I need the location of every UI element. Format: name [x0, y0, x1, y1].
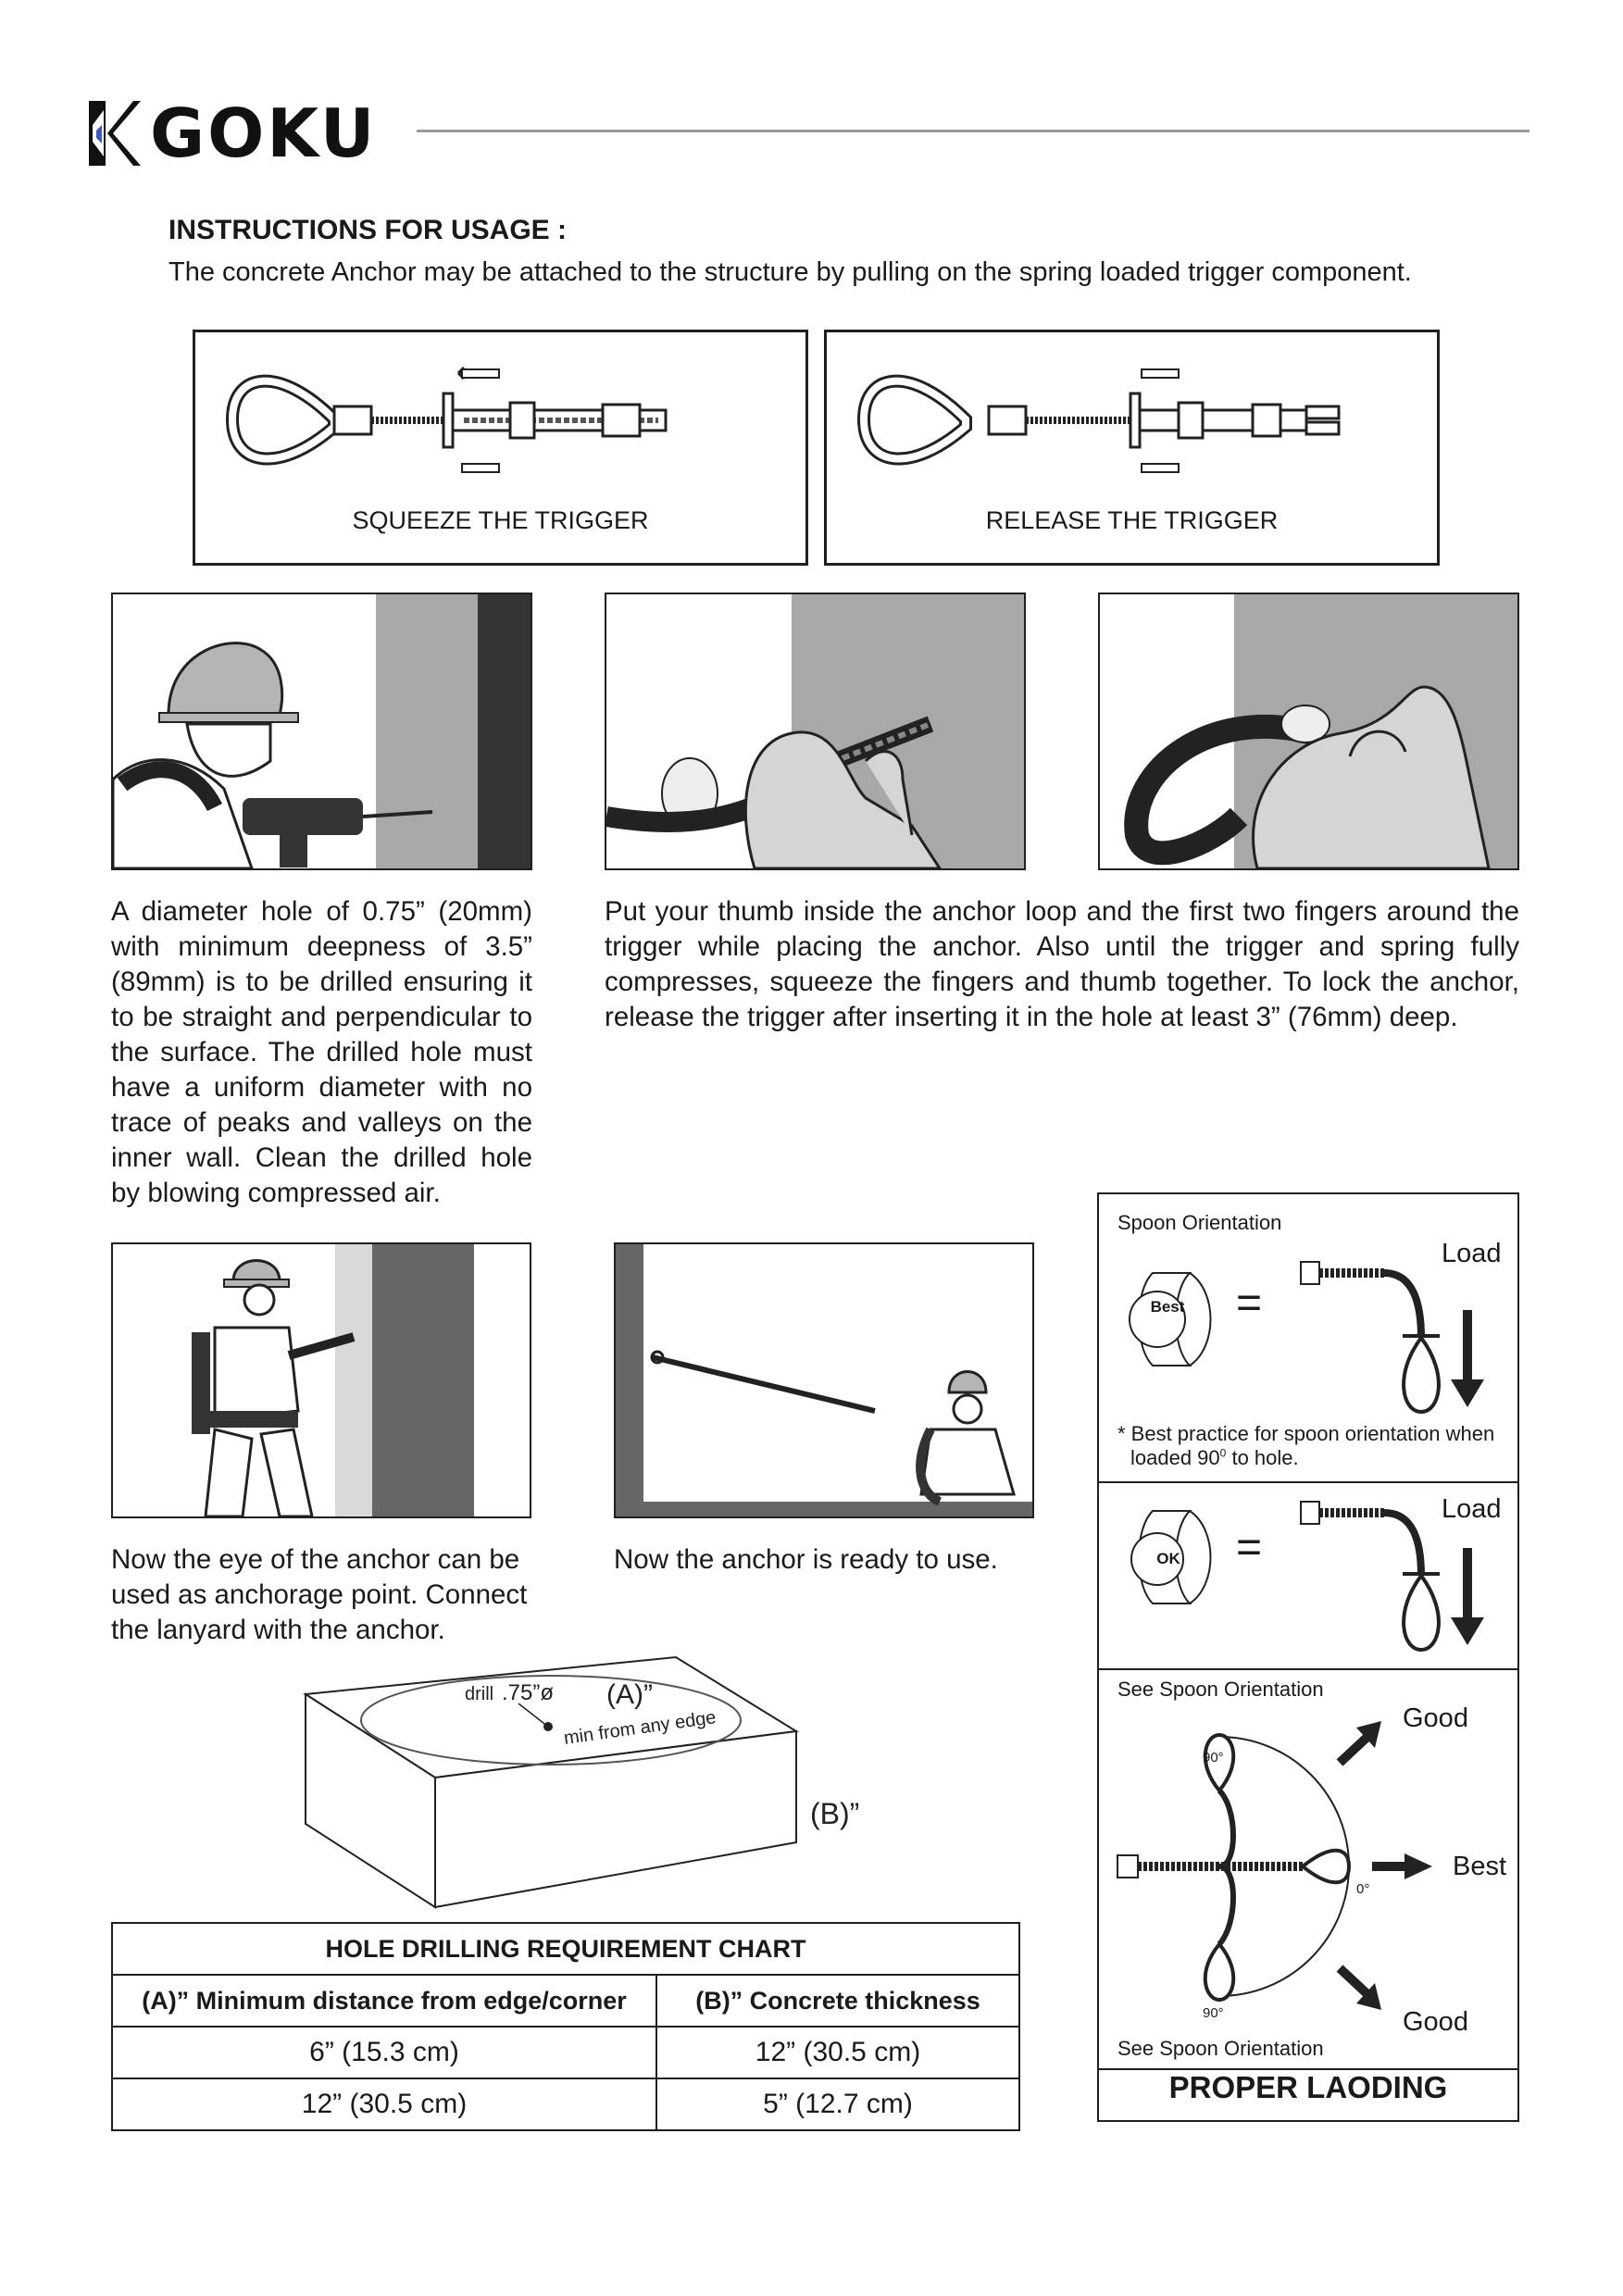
- worker-lanyard-icon: [616, 1244, 1032, 1516]
- good-label-bottom: Good: [1403, 2007, 1468, 2037]
- spoon-ok-diagram: [1130, 1501, 1484, 1653]
- angle-90-bottom: 90°: [1203, 2005, 1224, 2021]
- brand-logo: GOKU: [85, 94, 409, 172]
- chart-header-b: (B)” Concrete thickness: [655, 1974, 1020, 2028]
- hand-lock-anchor-icon: [1124, 594, 1517, 868]
- spoon-note-line1: * Best practice for spoon orientation wh…: [1117, 1422, 1495, 1445]
- spoon-note-degree: 0: [1219, 1446, 1227, 1460]
- anchor-ready-image: [614, 1242, 1034, 1518]
- spoon-orientation-title: Spoon Orientation: [1117, 1211, 1282, 1234]
- instructions-intro: The concrete Anchor may be attached to t…: [169, 257, 1412, 287]
- worker-drilling-icon: [113, 594, 531, 868]
- load-label: Load: [1442, 1494, 1502, 1524]
- squeeze-trigger-panel: SQUEEZE THE TRIGGER: [193, 330, 808, 566]
- hole-drilling-chart: HOLE DRILLING REQUIREMENT CHART (A)” Min…: [111, 1922, 1020, 2131]
- equals-sign: =: [1236, 1523, 1263, 1572]
- b-dimension-label: (B)”: [810, 1797, 859, 1830]
- squeeze-trigger-caption: SQUEEZE THE TRIGGER: [352, 506, 649, 534]
- spoon-best-section: Spoon Orientation Best = Load * Best pra…: [1099, 1194, 1517, 1483]
- a-dimension-label: (A)”: [606, 1679, 653, 1710]
- table-row: 6” (15.3 cm) 12” (30.5 cm): [111, 2026, 1020, 2079]
- anchor-release-illustration: [856, 368, 1341, 473]
- best-badge: Best: [1150, 1298, 1185, 1316]
- spoon-ok-section: OK = Load: [1099, 1483, 1517, 1670]
- spoon-note-post: to hole.: [1226, 1446, 1299, 1469]
- chart-cell: 5” (12.7 cm): [655, 2078, 1020, 2131]
- chart-title-row: HOLE DRILLING REQUIREMENT CHART: [111, 1922, 1020, 1976]
- release-trigger-panel: RELEASE THE TRIGGER: [824, 330, 1440, 566]
- angle-0: 0°: [1356, 1881, 1370, 1897]
- anchor-insert-image: [605, 593, 1026, 870]
- proper-loading-title: PROPER LAODING: [1168, 2070, 1448, 2104]
- spoon-note-line2: loaded 900 to hole.: [1130, 1446, 1299, 1470]
- chart-title: HOLE DRILLING REQUIREMENT CHART: [111, 1922, 1020, 1976]
- worker-harness-image: [111, 1242, 531, 1518]
- chart-header-a: (A)” Minimum distance from edge/corner: [111, 1974, 657, 2028]
- drill-step-text: A diameter hole of 0.75” (20mm) with min…: [111, 896, 532, 1208]
- ready-step-text: Now the anchor is ready to use.: [614, 1544, 998, 1575]
- load-label: Load: [1442, 1239, 1502, 1268]
- best-label: Best: [1453, 1852, 1507, 1881]
- diameter-label: .75”ø: [502, 1680, 554, 1705]
- spoon-best-diagram: [1129, 1261, 1484, 1415]
- chart-cell: 12” (30.5 cm): [655, 2026, 1020, 2079]
- worker-harness-icon: [192, 1244, 474, 1516]
- see-spoon-top: See Spoon Orientation: [1117, 1678, 1324, 1701]
- loading-angles-section: See Spoon Orientation Good Best Good 90°…: [1099, 1670, 1517, 2070]
- loading-angles-diagram: [1117, 1721, 1432, 2010]
- chart-cell: 12” (30.5 cm): [111, 2078, 657, 2131]
- see-spoon-bottom: See Spoon Orientation: [1117, 2037, 1324, 2060]
- release-trigger-caption: RELEASE THE TRIGGER: [985, 506, 1279, 534]
- concrete-block-diagram: drill .75”ø (A)” min from any edge (B)”: [303, 1655, 859, 1909]
- angle-90-top: 90°: [1203, 1750, 1224, 1766]
- equals-sign: =: [1236, 1279, 1263, 1328]
- insert-step-text: Put your thumb inside the anchor loop an…: [605, 896, 1519, 1032]
- instructions-heading: INSTRUCTIONS FOR USAGE :: [169, 215, 568, 245]
- drill-label: drill: [465, 1684, 493, 1704]
- goku-logo-icon: [89, 101, 141, 166]
- ok-badge: OK: [1156, 1550, 1180, 1567]
- chart-header-row: (A)” Minimum distance from edge/corner (…: [111, 1974, 1020, 2028]
- drilling-worker-image: [111, 593, 532, 870]
- good-label-top: Good: [1403, 1703, 1468, 1733]
- brand-name: GOKU: [150, 94, 378, 172]
- header-rule: [417, 130, 1529, 132]
- spoon-orientation-box: Spoon Orientation Best = Load * Best pra…: [1097, 1192, 1519, 2122]
- spoon-note-pre: loaded 90: [1130, 1446, 1220, 1469]
- anchor-lock-image: [1098, 593, 1519, 870]
- chart-cell: 6” (15.3 cm): [111, 2026, 657, 2079]
- anchor-squeeze-illustration: [225, 366, 668, 473]
- connect-step-text: Now the eye of the anchor can be used as…: [111, 1544, 528, 1645]
- table-row: 12” (30.5 cm) 5” (12.7 cm): [111, 2078, 1020, 2131]
- hand-insert-anchor-icon: [606, 594, 1024, 868]
